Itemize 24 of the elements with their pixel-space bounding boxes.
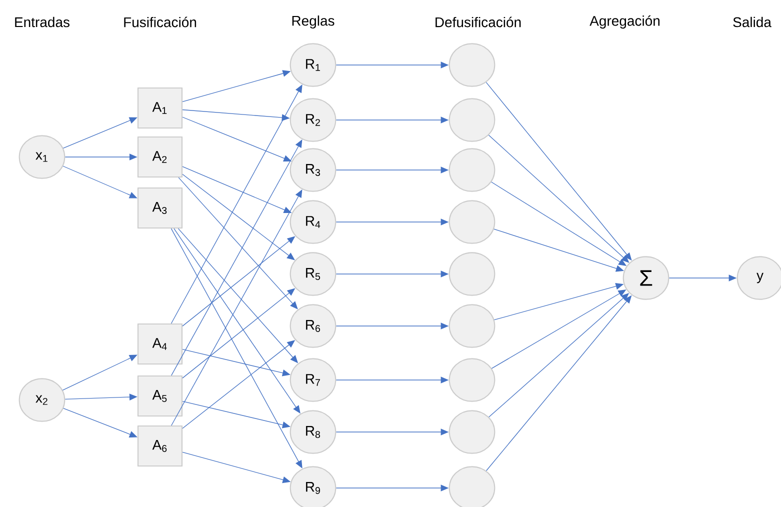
fuzzy-set-box: A$_{2}$: [137, 136, 183, 178]
defuzzification-circle: [448, 43, 496, 87]
column-heading: Fusificación: [124, 16, 196, 28]
defuzzification-circle: [448, 148, 496, 192]
fuzzy-set-box: A$_{4}$: [137, 323, 183, 365]
fuzzy-set-box: A$_{6}$: [137, 425, 183, 467]
defuzzification-circle: [448, 252, 496, 296]
column-heading: Entradas: [15, 16, 70, 28]
fuzzy-set-box: A$_{1}$: [137, 87, 183, 129]
arrow: [182, 174, 295, 260]
arrow: [62, 354, 138, 390]
defuzzification-circle: [448, 466, 496, 507]
column-heading: Defusificación: [436, 16, 521, 28]
defuzzification-circle: [448, 98, 496, 142]
defuzzification-circle: [448, 410, 496, 454]
defuzzification-circle: [448, 200, 496, 244]
column-heading: Salida: [733, 16, 772, 28]
fuzzy-set-box: A$_{5}$: [137, 375, 183, 417]
fuzzy-set-box: A$_{3}$: [137, 187, 183, 229]
column-heading: Agregación: [590, 15, 660, 29]
defuzzification-circle: [448, 358, 496, 402]
arrow: [178, 177, 298, 310]
column-heading: Reglas: [292, 15, 334, 29]
defuzzification-circle: [448, 304, 496, 348]
